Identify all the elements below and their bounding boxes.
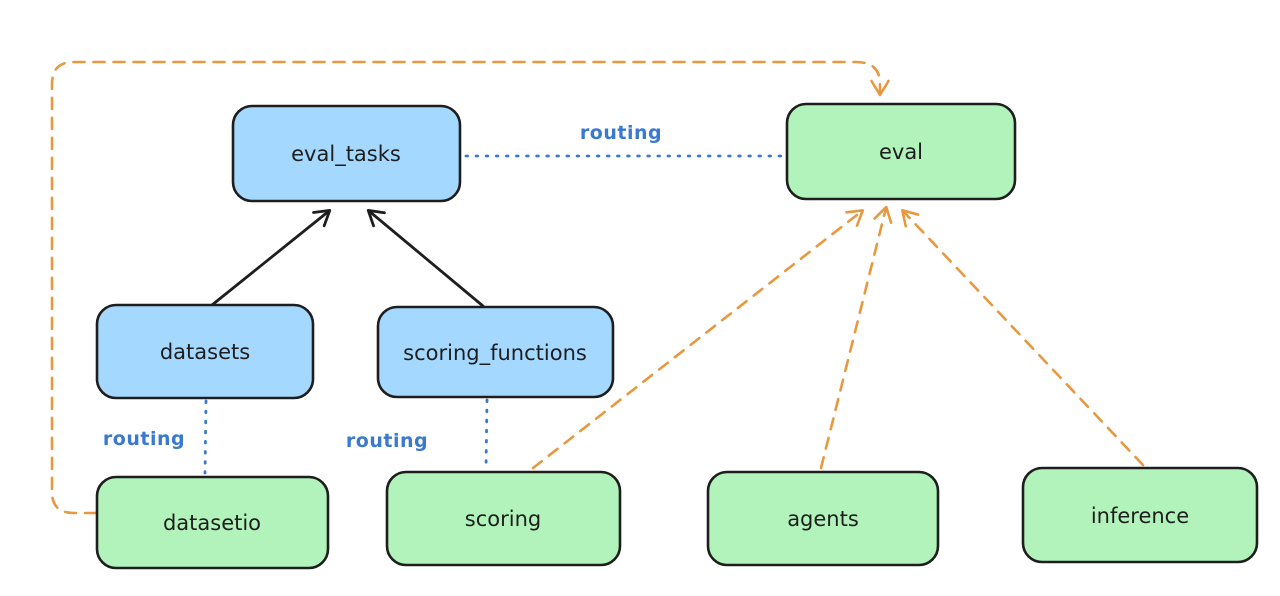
node-datasets-shape [95, 303, 315, 400]
node-datasets: datasets [95, 303, 315, 400]
node-datasetio-shape [95, 475, 330, 570]
node-datasetio: datasetio [95, 475, 330, 570]
node-datasets-label: datasets [160, 340, 250, 364]
routing-label-eval-tasks-eval: routing [580, 122, 662, 144]
edge-datasets-to-eval-tasks [210, 208, 332, 307]
routing-label-scoring-functions-scoring: routing [346, 430, 428, 452]
node-inference-shape [1021, 466, 1259, 564]
routing-label-datasets-datasetio: routing [103, 428, 185, 450]
node-scoring-label: scoring [465, 507, 541, 531]
edge-inference-to-eval [901, 208, 1145, 467]
node-scoring-functions-label: scoring_functions [403, 341, 587, 366]
node-eval-tasks-label: eval_tasks [291, 142, 401, 167]
node-scoring-functions-shape [376, 305, 615, 399]
edge-scoring-to-eval [531, 209, 865, 470]
node-eval-tasks-shape [231, 104, 462, 203]
edge-datasets-to-datasetio-routing [203, 399, 208, 475]
node-eval-shape [785, 102, 1017, 201]
node-scoring-shape [385, 470, 622, 567]
node-agents-label: agents [787, 507, 859, 531]
edge-scoring-functions-to-scoring-routing [484, 398, 489, 470]
node-agents-shape [706, 470, 940, 567]
node-scoring: scoring [385, 470, 622, 567]
node-agents: agents [706, 470, 940, 567]
node-eval: eval [785, 102, 1017, 201]
node-eval-label: eval [879, 140, 923, 164]
node-inference-label: inference [1091, 504, 1189, 528]
edge-datasetio-to-eval [50, 60, 890, 515]
edge-scoring-functions-to-eval-tasks [366, 208, 485, 308]
node-scoring-functions: scoring_functions [376, 305, 615, 399]
node-datasetio-label: datasetio [163, 511, 261, 535]
edge-agents-to-eval [819, 205, 893, 470]
node-inference: inference [1021, 466, 1259, 564]
node-eval-tasks: eval_tasks [231, 104, 462, 203]
